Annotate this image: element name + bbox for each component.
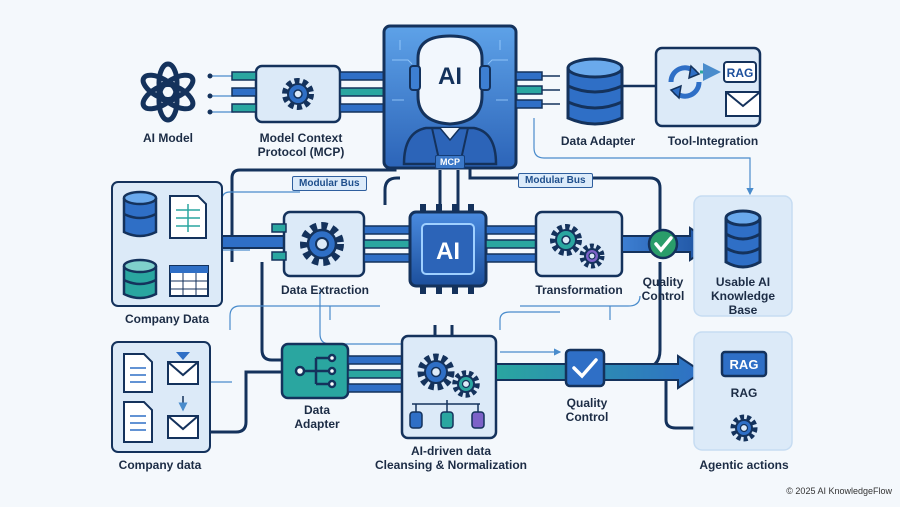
pipe-company-to-extraction — [221, 235, 285, 249]
mail-icon — [167, 396, 199, 439]
transformation-label: Transformation — [535, 283, 623, 297]
quality-control-top-line-1: Quality — [642, 275, 684, 289]
copyright-text: © 2025 AI KnowledgeFlow — [786, 486, 892, 496]
rag-output-text: RAG — [730, 357, 759, 372]
data-adapter-bottom-line-2: Adapter — [294, 417, 340, 431]
network-icon — [294, 353, 337, 389]
cleansing-label: AI-driven data Cleansing & Normalization — [366, 444, 536, 472]
ai-model-connectors — [207, 73, 213, 115]
modular-bus-right-tag: Modular Bus — [518, 173, 593, 188]
mcp-protocol-line-2: Protocol (MCP) — [257, 145, 345, 159]
data-extraction-label: Data Extraction — [280, 283, 370, 297]
openai-knot-icon — [140, 61, 196, 123]
rag-output-icon — [720, 350, 768, 378]
table-icon — [169, 265, 209, 297]
ai-core-chip — [408, 204, 488, 294]
check-square-icon — [564, 348, 606, 388]
modular-bus-left-tag: Modular Bus — [292, 176, 367, 191]
database-icon — [566, 57, 624, 126]
database-icon — [122, 190, 158, 238]
outputs-panel — [693, 331, 793, 451]
hub-right-connectors — [515, 71, 560, 109]
core-ai-text: AI — [436, 238, 460, 265]
database-icon — [122, 258, 158, 300]
tool-integration-label: Tool-Integration — [667, 134, 759, 148]
mini-databases-icon — [409, 400, 485, 429]
agentic-actions-label: Agentic actions — [699, 458, 789, 472]
gear-icon — [282, 78, 314, 110]
company-data-top-label: Company Data — [124, 312, 210, 326]
data-adapter-bottom-line-1: Data — [303, 403, 330, 417]
mcp-protocol-label: Model Context Protocol (MCP) — [246, 131, 356, 159]
quality-control-bottom-line-1: Quality — [566, 396, 608, 410]
mcp-protocol-line-1: Model Context — [259, 131, 343, 145]
gears-icon — [417, 353, 480, 398]
rag-outputs-label: RAG — [730, 386, 758, 400]
spreadsheet-icon — [169, 195, 207, 239]
data-adapter-bottom-label: Data Adapter — [282, 403, 352, 431]
company-data-bottom-label: Company data — [118, 458, 202, 472]
mcp-tag: MCP — [435, 155, 465, 169]
ai-robot-hub — [382, 24, 518, 170]
bus-extraction-core — [363, 225, 417, 263]
ai-model-label: AI Model — [143, 131, 193, 145]
quality-control-top-line-2: Control — [641, 289, 685, 303]
quality-control-top-label: Quality Control — [630, 275, 696, 303]
rag-badge-icon — [723, 61, 757, 83]
cleansing-line-1: AI-driven data — [410, 444, 491, 458]
data-adapter-top-label: Data Adapter — [560, 134, 636, 148]
document-icon — [123, 401, 153, 443]
thin-connectors — [210, 75, 754, 383]
database-icon — [724, 209, 762, 269]
refresh-icon — [668, 64, 702, 100]
bus-core-transformation — [485, 225, 537, 263]
gear-icon — [730, 414, 758, 442]
mail-icon — [725, 91, 761, 117]
gears-icon — [550, 224, 605, 269]
bus-adapter-cleansing — [347, 355, 405, 393]
quality-control-bottom-line-2: Control — [565, 410, 609, 424]
check-circle-icon — [647, 228, 679, 260]
rag-badge-text: RAG — [727, 66, 754, 80]
knowledge-base-line-2: Knowledge — [710, 289, 775, 303]
knowledge-base-line-1: Usable AI — [715, 275, 771, 289]
knowledge-base-label: Usable AI Knowledge Base — [694, 275, 792, 317]
robot-ai-text: AI — [438, 63, 462, 90]
gear-icon — [300, 222, 344, 266]
mail-icon — [167, 352, 199, 385]
cleansing-line-2: Cleansing & Normalization — [374, 458, 528, 472]
document-icon — [123, 353, 153, 393]
quality-control-bottom-label: Quality Control — [554, 396, 620, 424]
knowledge-base-line-3: Base — [728, 303, 758, 317]
